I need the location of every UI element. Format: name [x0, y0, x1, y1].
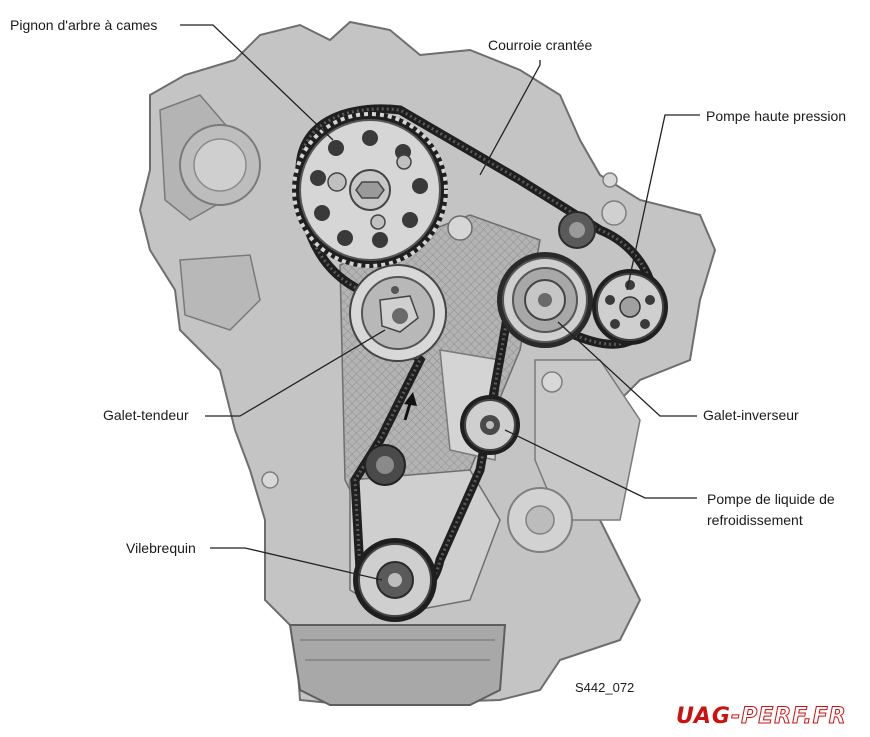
leader-lines [180, 24, 700, 581]
watermark-prefix: UAG [676, 704, 731, 729]
label-camshaft-sprocket: Pignon d'arbre à cames [10, 17, 158, 33]
label-crankshaft: Vilebrequin [126, 540, 196, 556]
label-idler-pulley: Galet-inverseur [703, 407, 799, 423]
high-pressure-pump-sprocket [592, 269, 668, 345]
arrow-up-icon [403, 392, 417, 421]
watermark-logo: UAG-PERF.FR [676, 704, 847, 730]
figure-id: S442_072 [575, 680, 635, 695]
upper-idler [558, 211, 596, 249]
label-high-pressure-pump: Pompe haute pression [706, 108, 847, 124]
label-tensioner-pulley: Galet-tendeur [103, 407, 189, 423]
camshaft-sprocket [292, 112, 448, 268]
tensioner-pulley [349, 264, 447, 362]
crankshaft-sprocket [353, 538, 437, 622]
lower-idler [364, 444, 406, 486]
coolant-pump-sprocket [460, 395, 520, 455]
label-toothed-belt: Courroie crantée [488, 37, 593, 53]
label-coolant-pump-line1: Pompe de liquide de [707, 491, 835, 507]
idler-pulley [497, 252, 593, 348]
label-coolant-pump-line2: refroidissement [707, 512, 803, 528]
watermark-suffix: -PERF.FR [730, 704, 847, 730]
